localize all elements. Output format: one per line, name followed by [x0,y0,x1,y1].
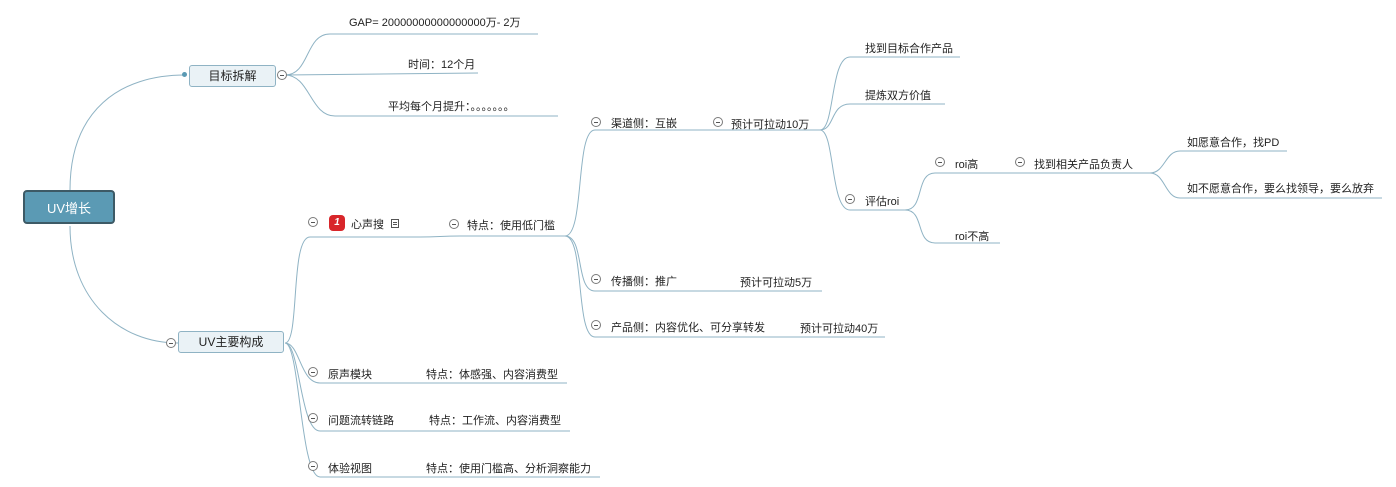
collapse-icon-roi-high[interactable] [935,157,945,167]
collapse-icon-experience[interactable] [308,461,318,471]
collapse-icon-composition-left[interactable] [166,338,176,348]
spread-label[interactable]: 传播侧：推广 [611,276,677,288]
question-label[interactable]: 问题流转链路 [328,415,394,427]
experience-feature[interactable]: 特点：使用门槛高、分析洞察能力 [426,463,591,475]
question-feature[interactable]: 特点：工作流、内容消费型 [429,415,561,427]
goal-monthly: 平均每个月提升：。。。。。。。 [388,101,515,113]
collapse-icon-channel-estimate[interactable] [713,117,723,127]
collapse-icon-product[interactable] [591,320,601,330]
roi-eval[interactable]: 评估roi [865,196,900,208]
find-partner[interactable]: 找到目标合作产品 [865,43,953,55]
collapse-icon-origin[interactable] [308,367,318,377]
note-icon[interactable] [391,219,399,228]
collapse-icon-spread[interactable] [591,274,601,284]
spread-estimate[interactable]: 预计可拉动5万 [740,277,813,289]
origin-label[interactable]: 原声模块 [328,369,372,381]
refine-value[interactable]: 提炼双方价值 [865,90,931,102]
heart-search-label[interactable]: 心声搜 [351,219,384,231]
origin-feature[interactable]: 特点：体感强、内容消费型 [426,369,558,381]
goal-time: 时间：12个月 [408,59,476,71]
willing-cooperate[interactable]: 如愿意合作，找PD [1187,137,1280,149]
priority-1-icon: 1 [329,215,345,231]
goal-node[interactable]: 目标拆解 [189,65,276,87]
unwilling-cooperate[interactable]: 如不愿意合作，要么找领导，要么放弃 [1187,183,1374,195]
product-label[interactable]: 产品侧：内容优化、可分享转发 [611,322,765,334]
composition-node[interactable]: UV主要构成 [178,331,284,353]
goal-gap: GAP= 20000000000000000万- 2万 [349,17,521,29]
experience-label[interactable]: 体验视图 [328,463,372,475]
channel-estimate[interactable]: 预计可拉动10万 [731,119,810,131]
collapse-icon-question[interactable] [308,413,318,423]
collapse-icon-heart[interactable] [308,217,318,227]
find-owner[interactable]: 找到相关产品负责人 [1034,159,1133,171]
product-estimate[interactable]: 预计可拉动40万 [800,323,879,335]
roi-low[interactable]: roi不高 [955,231,990,243]
collapse-icon-roi-eval[interactable] [845,194,855,204]
collapse-icon-goal[interactable] [277,70,287,80]
channel-label[interactable]: 渠道侧：互嵌 [611,118,677,130]
collapse-icon-find-owner[interactable] [1015,157,1025,167]
collapse-icon-feature[interactable] [449,219,459,229]
heart-feature[interactable]: 特点：使用低门槛 [467,220,555,232]
collapse-dot-goal[interactable] [182,72,187,77]
collapse-icon-channel[interactable] [591,117,601,127]
root-node[interactable]: UV增长 [23,190,115,224]
roi-high[interactable]: roi高 [955,159,979,171]
